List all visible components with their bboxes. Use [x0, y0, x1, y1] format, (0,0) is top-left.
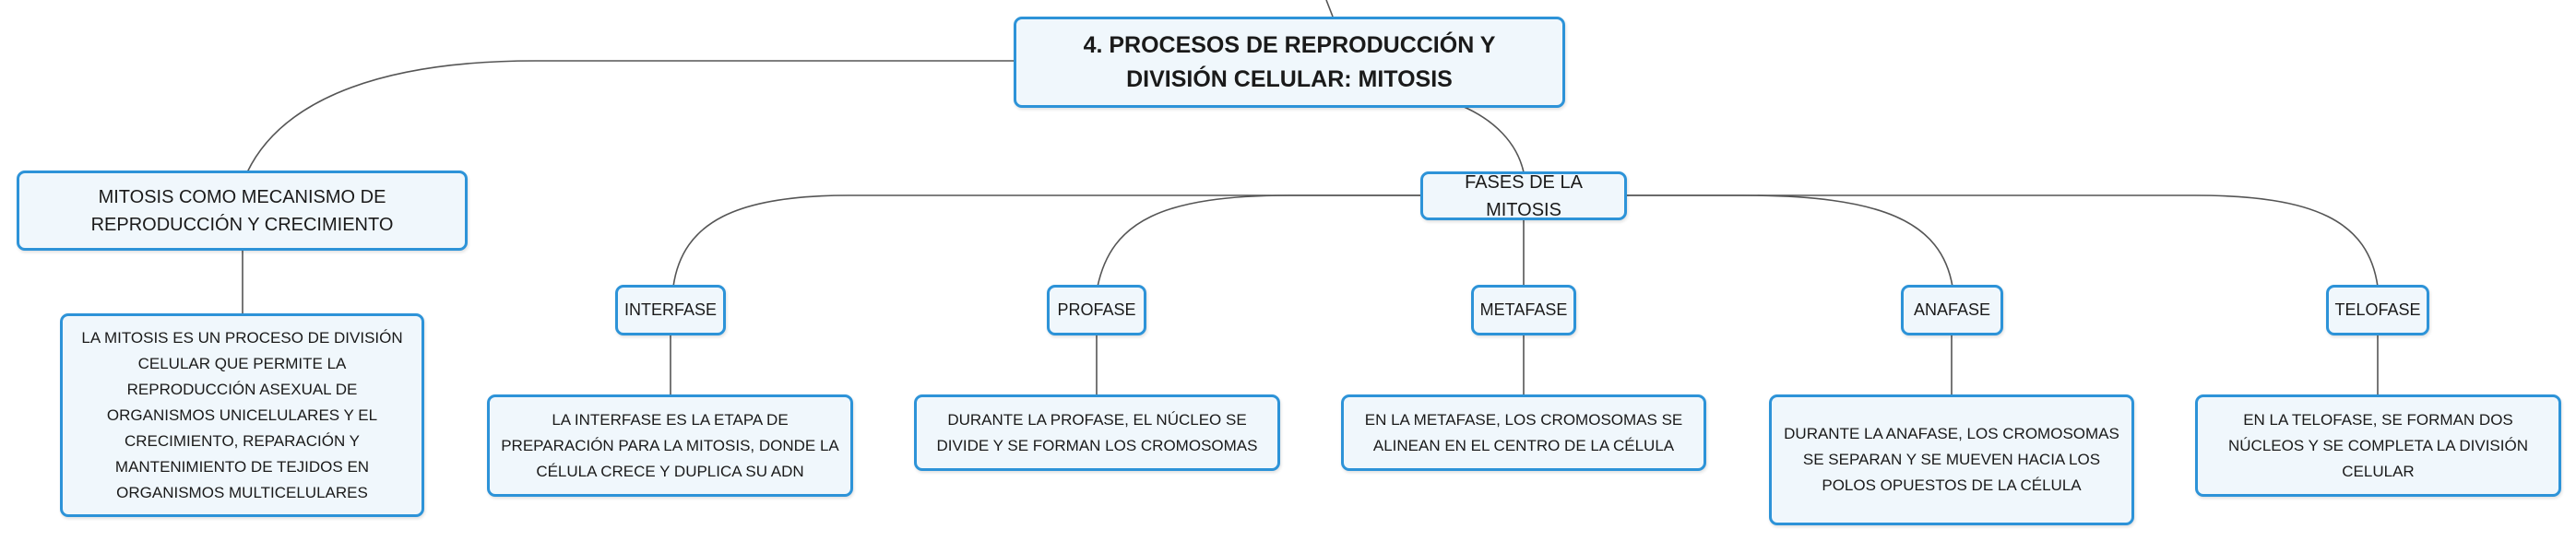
phase-description-text-interfase: LA INTERFASE ES LA ETAPA DE PREPARACIÓN …: [501, 410, 839, 480]
phase-label-anafase: ANAFASE: [1913, 300, 1991, 319]
phase-label-profase: PROFASE: [1057, 300, 1136, 319]
connector-phases-profase: [1097, 194, 1423, 288]
connector-phases-anafase: [1625, 194, 1953, 288]
phase-label-telofase: TELOFASE: [2334, 300, 2421, 319]
phase-description-text-telofase: EN LA TELOFASE, SE FORMAN DOS NÚCLEOS Y …: [2227, 410, 2528, 480]
phase-description-telofase[interactable]: EN LA TELOFASE, SE FORMAN DOS NÚCLEOS Y …: [2195, 394, 2561, 497]
phases-node[interactable]: FASES DE LA MITOSIS: [1420, 171, 1627, 220]
connector-root-mechanism: [246, 60, 1014, 173]
phase-label-interfase: INTERFASE: [623, 300, 718, 319]
phase-node-anafase[interactable]: ANAFASE: [1901, 285, 2003, 335]
phase-description-text-anafase: DURANTE LA ANAFASE, LOS CROMOSOMAS SE SE…: [1784, 425, 2119, 494]
phase-description-profase[interactable]: DURANTE LA PROFASE, EL NÚCLEO SE DIVIDE …: [914, 394, 1280, 471]
phase-node-profase[interactable]: PROFASE: [1047, 285, 1146, 335]
phase-description-text-profase: DURANTE LA PROFASE, EL NÚCLEO SE DIVIDE …: [936, 410, 1258, 454]
phase-node-telofase[interactable]: TELOFASE: [2326, 285, 2429, 335]
phase-description-metafase[interactable]: EN LA METAFASE, LOS CROMOSOMAS SE ALINEA…: [1341, 394, 1706, 471]
connector-root-top: [1325, 0, 1334, 18]
mechanism-label: MITOSIS COMO MECANISMO DE REPRODUCCIÓN Y…: [90, 186, 394, 235]
phase-description-interfase[interactable]: LA INTERFASE ES LA ETAPA DE PREPARACIÓN …: [487, 394, 853, 497]
phase-node-metafase[interactable]: METAFASE: [1471, 285, 1576, 335]
phase-description-anafase[interactable]: DURANTE LA ANAFASE, LOS CROMOSOMAS SE SE…: [1769, 394, 2134, 525]
phases-label: FASES DE LA MITOSIS: [1465, 171, 1583, 220]
connector-phases-telofase: [1625, 194, 2379, 288]
phase-description-text-metafase: EN LA METAFASE, LOS CROMOSOMAS SE ALINEA…: [1364, 410, 1683, 454]
phase-label-metafase: METAFASE: [1479, 300, 1568, 319]
mechanism-node[interactable]: MITOSIS COMO MECANISMO DE REPRODUCCIÓN Y…: [17, 171, 468, 251]
connector-root-phases: [1461, 105, 1525, 173]
mechanism-description-node[interactable]: LA MITOSIS ES UN PROCESO DE DIVISIÓN CEL…: [60, 313, 424, 517]
mechanism-description-text: LA MITOSIS ES UN PROCESO DE DIVISIÓN CEL…: [81, 328, 403, 501]
connector-phases-interfase: [672, 194, 1423, 288]
root-topic-node[interactable]: 4. PROCESOS DE REPRODUCCIÓN Y DIVISIÓN C…: [1014, 17, 1565, 108]
phase-node-interfase[interactable]: INTERFASE: [615, 285, 726, 335]
root-topic-label: 4. PROCESOS DE REPRODUCCIÓN Y DIVISIÓN C…: [1083, 31, 1496, 92]
